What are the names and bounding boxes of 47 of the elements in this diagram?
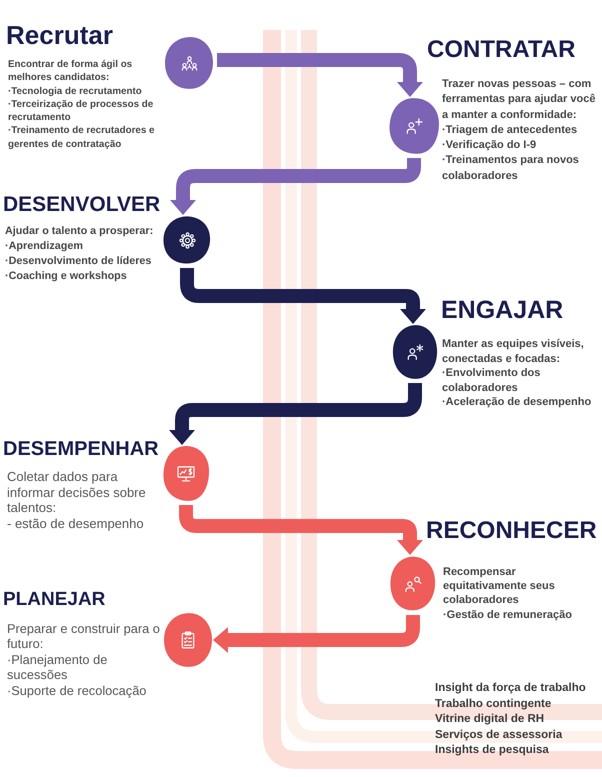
- bullet-item: ·Aceleração de desempenho: [442, 395, 592, 410]
- bullet-item: ·Desenvolvimento de líderes: [5, 254, 152, 269]
- stage-heading: DESENVOLVER: [3, 194, 160, 215]
- bullet-item: ·Triagem de antecedentes: [442, 122, 578, 138]
- stage-heading: Recrutar: [6, 22, 113, 48]
- description-text: Recompensar equitativamente seus colaboradores: [443, 565, 556, 608]
- bullet-item: ·Treinamentos para novos colaboradores: [442, 153, 580, 184]
- bullet-item: ·Verificação do I-9: [442, 138, 536, 154]
- description-text: Preparar e construir para o futuro:: [7, 621, 161, 652]
- description-text: Coletar dados para informar decisões sobre talentos:: [7, 469, 147, 516]
- description-text: Ajudar o talento a prosperar:: [5, 224, 154, 239]
- flow-arrow: [180, 268, 426, 324]
- icon-circle: [162, 445, 210, 502]
- flow-arrow: [179, 505, 423, 555]
- service-list-item: Insight da força de trabalho: [435, 681, 586, 696]
- stage-heading: CONTRATAR: [427, 38, 576, 62]
- description-text: Trazer novas pessoas – com ferramentas para ajudar você a manter a conformidade:: [442, 77, 596, 123]
- icon-circle: [388, 97, 440, 155]
- description-text: Encontrar de forma ágil os melhores candidatos:: [8, 58, 134, 85]
- bullet-item: ·Planejamento de sucessões: [7, 652, 108, 683]
- icon-circle: [392, 324, 438, 380]
- bullet-item: ·Envolvimento dos colaboradores: [442, 366, 542, 396]
- flow-arrow: [170, 158, 421, 215]
- service-list-item: Vitrine digital de RH: [435, 712, 544, 727]
- icon-circle: [163, 612, 213, 668]
- flow-arrow: [217, 53, 423, 97]
- stage-heading: RECONHECER: [426, 519, 597, 543]
- stage-heading: ENGAJAR: [441, 298, 564, 323]
- icon-circle: [389, 555, 437, 612]
- bullet-item: ·Suporte de recolocação: [7, 682, 146, 698]
- bullet-item: ·Tecnologia de recrutamento: [8, 84, 142, 98]
- bullet-item: ·Terceirização de processos de recrutamento: [8, 98, 154, 124]
- service-list-item: Serviços de assessoria: [435, 728, 562, 742]
- bullet-item: ·Aprendizagem: [5, 239, 83, 254]
- bullet-item: ·Treinamento de recrutadores e gerentes de contratação: [8, 124, 156, 152]
- flow-arrow: [213, 615, 420, 653]
- bullet-item: ·Coaching e workshops: [5, 269, 127, 284]
- flow-arrow: [169, 383, 422, 445]
- stage-heading: DESEMPENHAR: [3, 439, 159, 459]
- icon-circle: [162, 215, 212, 265]
- icon-circle: [164, 36, 214, 90]
- bullet-item: - estão de desempenho: [7, 516, 144, 532]
- description-text: Manter as equipes visíveis, conectadas e focadas:: [442, 337, 585, 366]
- service-list-item: Insights de pesquisa: [435, 743, 549, 758]
- service-list-item: Trabalho contingente: [435, 696, 552, 712]
- stage-heading: PLANEJAR: [3, 590, 106, 609]
- bullet-item: ·Gestão de remuneração: [443, 608, 572, 622]
